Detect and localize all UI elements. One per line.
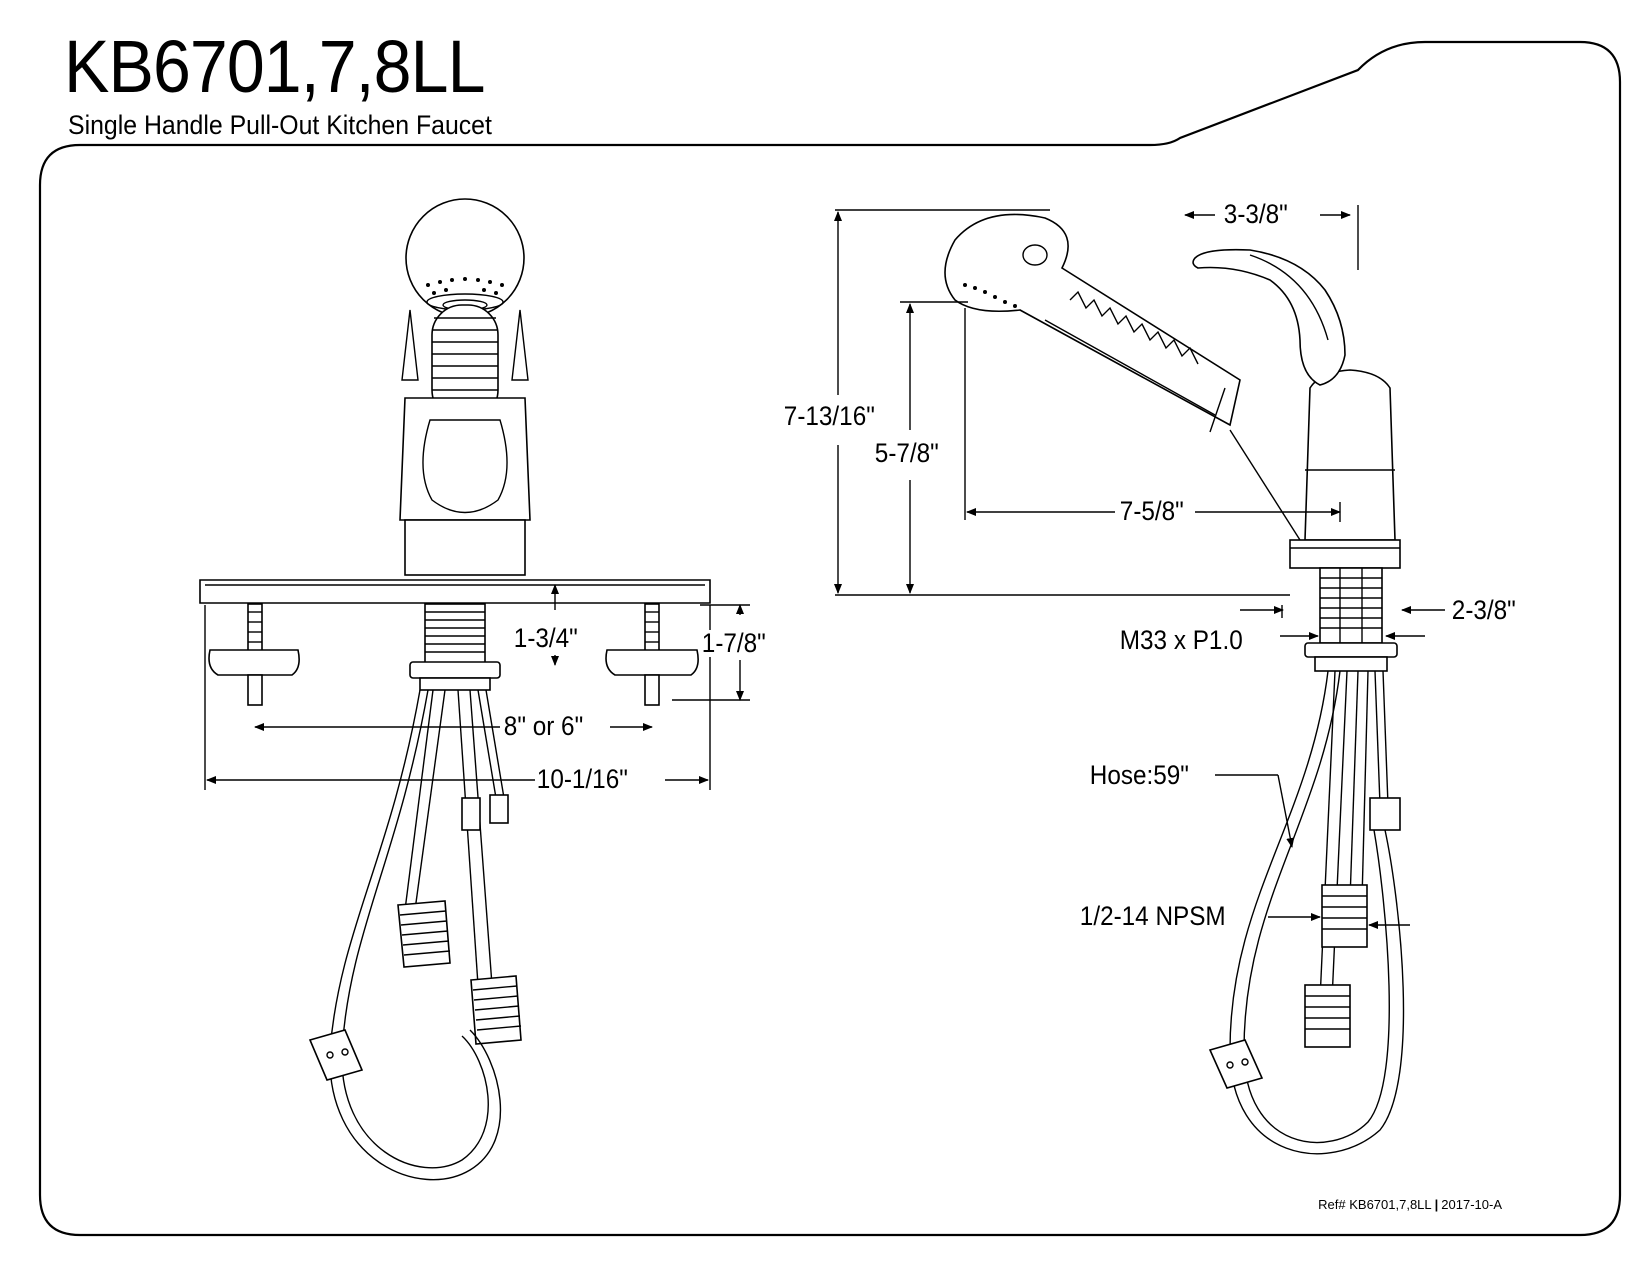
- dim-hose-length: Hose:59": [1088, 760, 1191, 790]
- dim-spout-height: 5-7/8": [873, 438, 941, 468]
- revision-label: 2017-10-A: [1441, 1197, 1502, 1212]
- dim-base-diameter: 2-3/8": [1450, 595, 1518, 625]
- front-view-faucet: [199, 198, 711, 1181]
- dim-overall-height: 7-13/16": [782, 401, 877, 431]
- model-title: KB6701,7,8LL: [64, 25, 485, 108]
- reference-footer: Ref# KB6701,7,8LL|2017-10-A: [1318, 1197, 1502, 1212]
- front-view-dimensions: [204, 584, 750, 790]
- dim-below-deck: 1-7/8": [700, 628, 768, 658]
- dim-shank-height: 1-3/4": [512, 623, 580, 653]
- side-view-faucet: [944, 213, 1405, 1155]
- dim-thread: M33 x P1.0: [1118, 625, 1245, 655]
- dim-plate-width: 10-1/16": [535, 764, 630, 794]
- product-subtitle: Single Handle Pull-Out Kitchen Faucet: [68, 110, 492, 140]
- dim-handle-reach: 3-3/8": [1222, 199, 1290, 229]
- dim-connection: 1/2-14 NPSM: [1078, 901, 1228, 931]
- ref-label: Ref# KB6701,7,8LL: [1318, 1197, 1432, 1212]
- drawing-frame: [38, 40, 1622, 1237]
- side-view-dimensions: [834, 205, 1445, 929]
- dim-spout-reach: 7-5/8": [1118, 496, 1186, 526]
- dim-mount-spread: 8" or 6": [502, 711, 585, 741]
